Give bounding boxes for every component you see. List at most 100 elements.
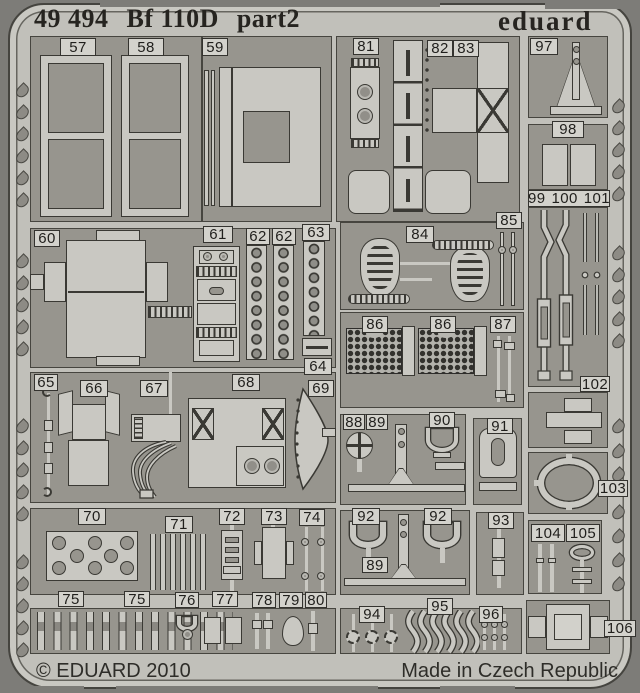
part-84-footrest xyxy=(348,294,410,304)
part-61-bottom xyxy=(199,340,234,356)
part-60-hinge-strip xyxy=(148,306,192,318)
part-label-89: 89 xyxy=(362,557,388,573)
part-label-65: 65 xyxy=(34,374,58,391)
part-83-panel xyxy=(432,88,477,133)
part-70-hole xyxy=(52,536,66,550)
part-96-bead xyxy=(481,634,488,641)
part-label-94: 94 xyxy=(359,606,385,623)
part-88-stem xyxy=(357,459,362,472)
part-70-hole xyxy=(70,549,84,563)
part-69-tab xyxy=(322,428,336,437)
part-label-91: 91 xyxy=(487,418,513,434)
part-63 xyxy=(303,241,325,336)
part-label-90: 90 xyxy=(429,412,455,428)
part-label-105: 105 xyxy=(566,524,600,542)
part-77 xyxy=(225,617,242,644)
part-label-75: 75 xyxy=(124,591,150,607)
part-86-bar xyxy=(402,326,415,376)
part-label-102: 102 xyxy=(580,375,610,393)
part-74-eyelet xyxy=(301,538,309,546)
sheet-edge-cutout xyxy=(545,0,640,9)
part-61-knob xyxy=(219,252,228,261)
part-label-66: 66 xyxy=(80,380,108,397)
part-96-rod xyxy=(483,614,486,650)
part-label-68: 68 xyxy=(232,374,260,391)
part-59-strip xyxy=(211,70,215,206)
part-103-tab xyxy=(566,454,572,460)
part-91-base xyxy=(479,482,517,491)
part-60-fold-line xyxy=(68,291,144,293)
part-90-strap xyxy=(433,452,451,458)
part-81-hinge xyxy=(351,139,379,148)
subject-name: Bf 110D xyxy=(126,4,219,33)
part-81 xyxy=(350,67,380,139)
part-104-rod xyxy=(550,544,554,592)
part-70-hole xyxy=(52,561,66,575)
part-label-62: 62 xyxy=(272,228,296,245)
part-label-73: 73 xyxy=(261,508,287,525)
part-93-sleeve xyxy=(492,538,505,558)
part-label-106: 106 xyxy=(604,620,636,637)
part-61-knob xyxy=(203,252,212,261)
part-89-base xyxy=(344,578,466,586)
part-102-body xyxy=(546,412,602,428)
part-74-rod xyxy=(321,527,324,591)
part-81-hinge xyxy=(351,58,379,67)
part-label-64: 64 xyxy=(304,358,332,375)
part-95-springs xyxy=(405,610,480,654)
part-92-stem xyxy=(366,548,371,563)
part-label-85: 85 xyxy=(496,212,522,229)
part-64-slot xyxy=(306,346,328,349)
part-label-86: 86 xyxy=(362,316,388,333)
part-67-cables xyxy=(130,440,177,499)
part-105-crossbar xyxy=(572,579,592,584)
part-label-67: 67 xyxy=(140,380,168,397)
part-97-hole xyxy=(572,46,580,53)
part-68-port xyxy=(264,458,280,474)
part-66-wing xyxy=(58,390,73,436)
part-106-face xyxy=(554,614,582,640)
part-78-band xyxy=(252,620,262,629)
part-60-tab xyxy=(96,356,140,366)
part-label-87: 87 xyxy=(490,316,516,333)
part-90-bracket xyxy=(426,428,458,452)
part-label-60: 60 xyxy=(34,230,60,247)
part-label-72: 72 xyxy=(219,508,245,525)
part-73 xyxy=(262,527,286,579)
part-label-100: 100 xyxy=(551,190,578,207)
part-label-78: 78 xyxy=(252,592,276,608)
part-103-tab xyxy=(566,504,572,510)
part-59-opening xyxy=(243,111,290,163)
part-label-79: 79 xyxy=(279,592,303,608)
part-70-hole xyxy=(120,561,134,575)
part-60 xyxy=(66,240,146,358)
part-label-63: 63 xyxy=(302,224,330,241)
part-81-dial xyxy=(357,108,373,124)
part-66-body xyxy=(72,404,106,440)
part-105-loop xyxy=(570,545,594,560)
part-75-belt-buckles xyxy=(37,622,233,631)
catalog-number: 49 494 xyxy=(34,4,109,33)
part-72-slot xyxy=(225,557,239,563)
part-label-59: 59 xyxy=(202,38,228,56)
part-97-hole xyxy=(572,58,580,65)
part-84-rod xyxy=(400,262,450,265)
part-82-slots xyxy=(406,50,410,202)
part-78-rod xyxy=(255,613,259,649)
part-label-58: 58 xyxy=(128,38,164,56)
part-102-flap xyxy=(564,398,592,412)
part-85-bead xyxy=(498,246,506,254)
part-98 xyxy=(542,144,568,186)
part-89-hole xyxy=(398,441,405,448)
part-label-92: 92 xyxy=(352,508,380,525)
part-60-flap xyxy=(44,262,66,302)
part-89-hole xyxy=(398,428,405,435)
part-72-slot xyxy=(225,537,239,543)
part-84-rod xyxy=(400,278,432,281)
part-58 xyxy=(121,55,189,217)
part-label-74: 74 xyxy=(299,509,325,526)
part-77 xyxy=(204,617,221,644)
part-65-hook xyxy=(42,487,52,497)
part-70-hole xyxy=(88,561,102,575)
